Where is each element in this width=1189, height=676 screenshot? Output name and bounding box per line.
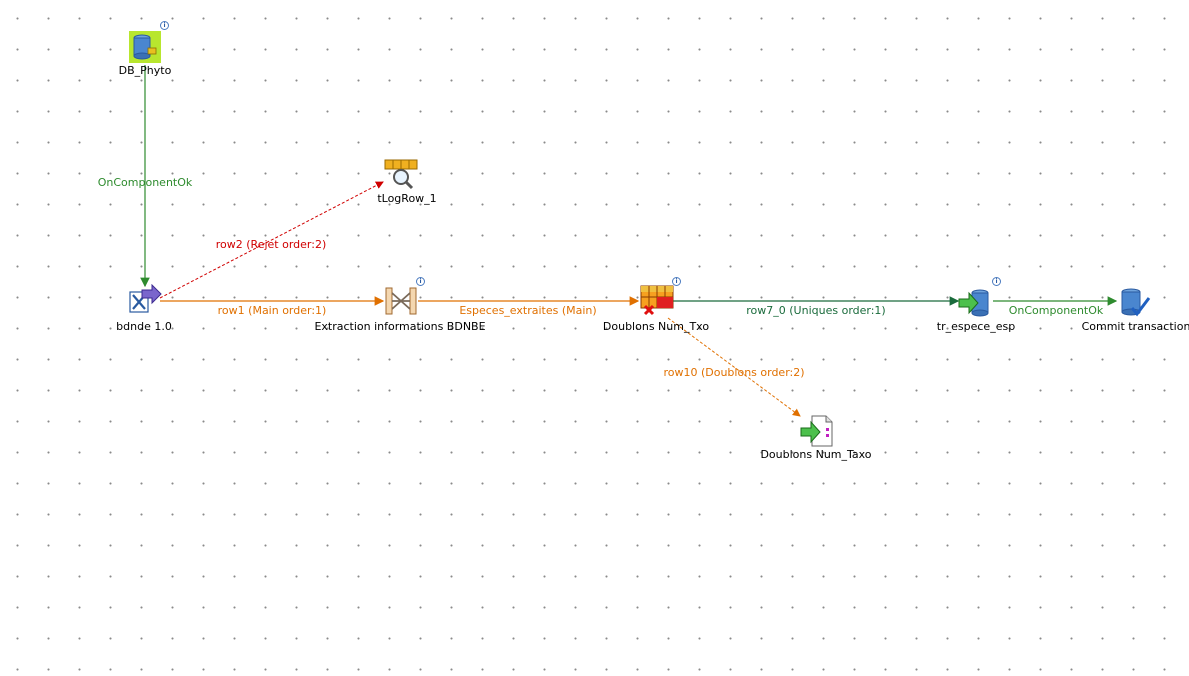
info-badge-tr-espece[interactable]: i: [992, 277, 1001, 286]
component-label-extraction[interactable]: Extraction informations BDNBE: [314, 320, 486, 333]
component-label-db-phyto[interactable]: DB_Phyto: [118, 64, 172, 77]
connection-label-row10[interactable]: row10 (Doublons order:2): [663, 366, 805, 379]
connection-label-oncomponentok-1[interactable]: OnComponentOk: [97, 176, 193, 189]
component-bdnde[interactable]: [128, 284, 162, 318]
connection-row2[interactable]: [159, 181, 384, 299]
connection-label-especes-extraites[interactable]: Especes_extraites (Main): [459, 304, 597, 317]
log-row-icon: [384, 159, 418, 190]
info-badge-db-phyto[interactable]: i: [160, 21, 169, 30]
component-commit[interactable]: [1118, 286, 1152, 320]
connection-label-row2[interactable]: row2 (Rejet order:2): [215, 238, 327, 251]
component-tr-espece[interactable]: [958, 286, 992, 320]
component-doublons-txo[interactable]: [640, 284, 674, 318]
component-doublons-taxo[interactable]: [800, 414, 834, 448]
component-label-doublons-txo[interactable]: Doublons Num_Txo: [602, 320, 710, 333]
tmap-icon: [385, 287, 417, 315]
component-label-tlogrow[interactable]: tLogRow_1: [377, 192, 437, 205]
component-extraction[interactable]: [384, 284, 418, 318]
db-output-icon: [958, 289, 989, 317]
db-connection-icon: [129, 31, 161, 63]
component-label-tr-espece[interactable]: tr_espece_esp: [936, 320, 1016, 333]
component-label-bdnde[interactable]: bdnde 1.0: [116, 320, 172, 333]
unique-row-icon: [640, 285, 674, 316]
component-db-phyto[interactable]: [128, 30, 162, 64]
connection-label-row1[interactable]: row1 (Main order:1): [217, 304, 327, 317]
file-output-icon: [800, 415, 833, 447]
info-badge-extraction[interactable]: i: [416, 277, 425, 286]
db-commit-icon: [1121, 288, 1151, 317]
component-label-commit[interactable]: Commit transaction: [1081, 320, 1189, 333]
info-badge-doublons-txo[interactable]: i: [672, 277, 681, 286]
connection-label-oncomponentok-2[interactable]: OnComponentOk: [1008, 304, 1104, 317]
component-label-doublons-taxo[interactable]: Doublons Num_Taxo: [760, 448, 872, 461]
excel-input-icon: [129, 284, 162, 313]
connection-row10[interactable]: [667, 317, 801, 417]
component-tlogrow[interactable]: [384, 158, 418, 192]
connection-label-row7[interactable]: row7_0 (Uniques order:1): [746, 304, 886, 317]
